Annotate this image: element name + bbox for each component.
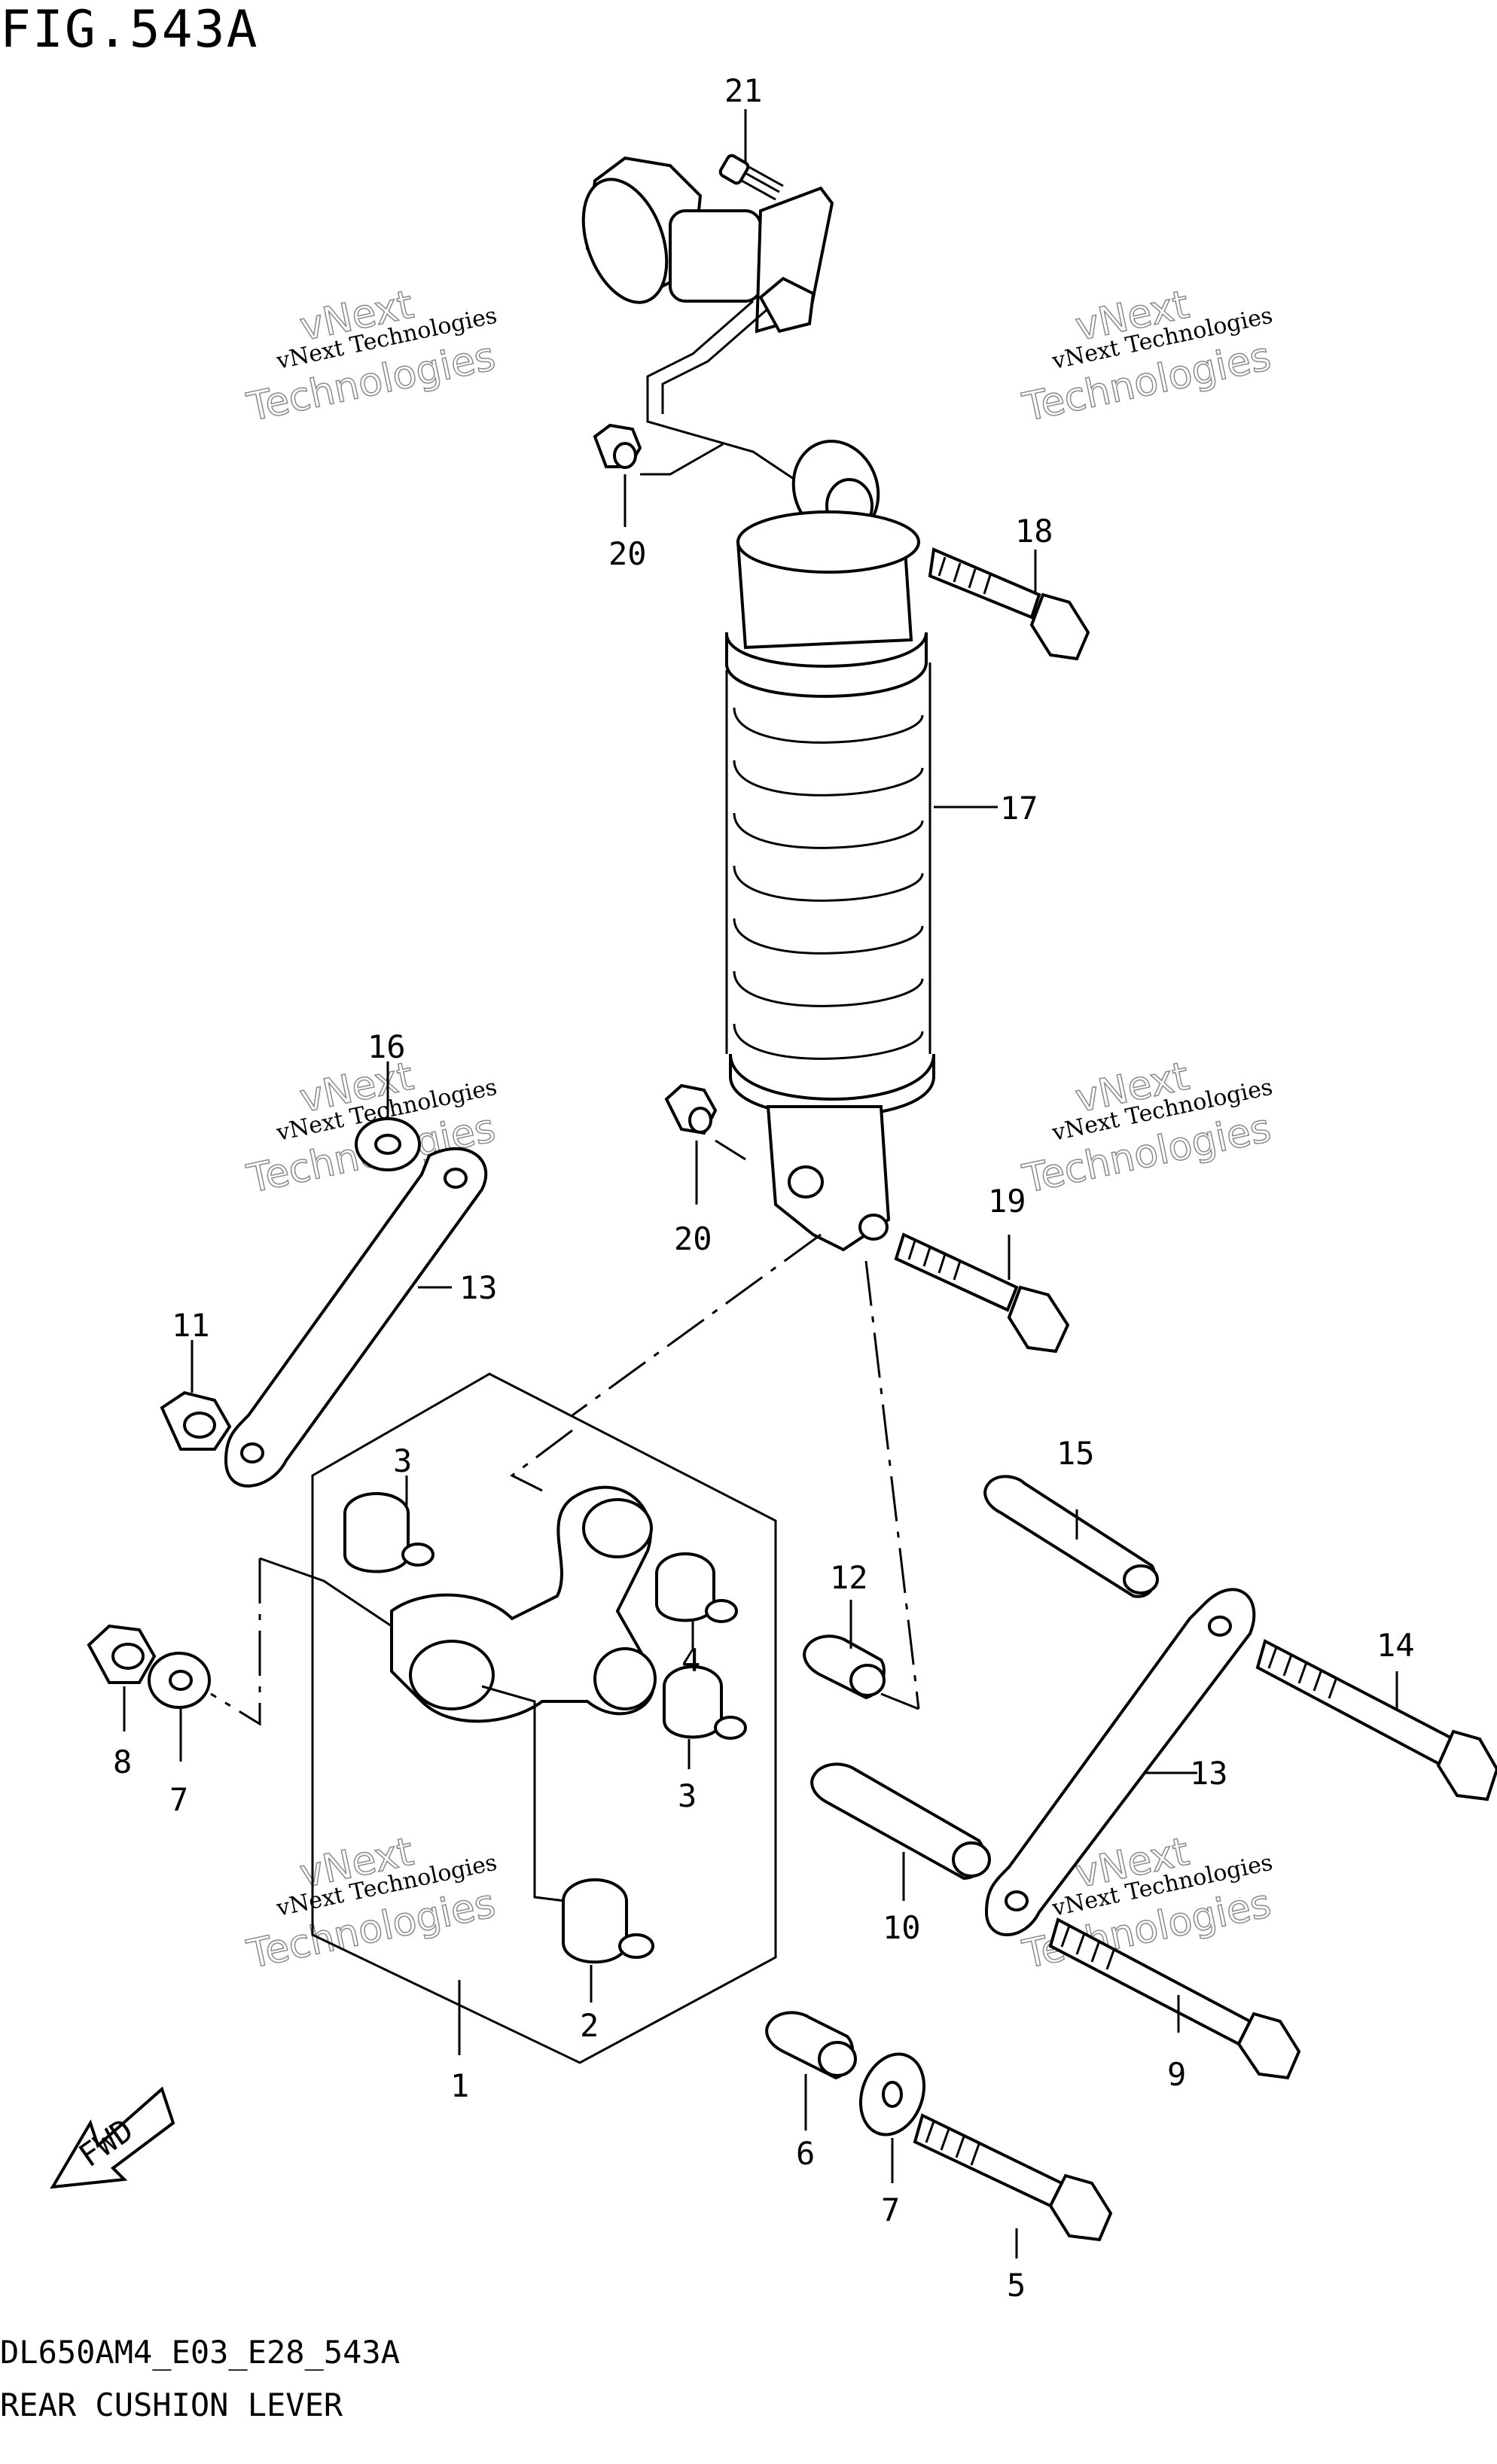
bolt-21 bbox=[718, 154, 784, 201]
bolt-9 bbox=[1048, 1917, 1301, 2080]
callout-11: 11 bbox=[172, 1307, 210, 1344]
callout-3-lower: 3 bbox=[678, 1777, 697, 1814]
callouts: 21 20 18 17 16 13 11 20 19 3 15 12 14 4 … bbox=[113, 72, 1415, 2304]
bolt-5 bbox=[913, 2113, 1113, 2242]
callout-3-upper: 3 bbox=[393, 1442, 412, 1479]
callout-21: 21 bbox=[724, 72, 763, 109]
nut-20-lower bbox=[664, 1083, 718, 1135]
callout-7-left: 7 bbox=[169, 1781, 188, 1818]
washer-7-left bbox=[148, 1652, 211, 1709]
spacer-15 bbox=[983, 1475, 1159, 1598]
callout-16: 16 bbox=[367, 1028, 406, 1065]
washer-16 bbox=[355, 1117, 421, 1171]
washer-7-right bbox=[858, 2052, 926, 2137]
watermark-1: vNext Technologies vNext Technologies bbox=[242, 282, 500, 431]
callout-6: 6 bbox=[796, 2135, 815, 2172]
callout-13-right: 13 bbox=[1190, 1755, 1228, 1792]
bushing-6 bbox=[765, 2011, 857, 2080]
rear-shock-absorber bbox=[724, 440, 935, 1252]
bushing-12 bbox=[803, 1634, 886, 1700]
bolt-14 bbox=[1255, 1639, 1497, 1802]
cushion-rod-13-left bbox=[224, 1147, 488, 1488]
preload-adjuster bbox=[581, 156, 834, 483]
leader-lines bbox=[123, 109, 1398, 2258]
callout-8: 8 bbox=[113, 1744, 132, 1780]
spacer-10 bbox=[810, 1762, 991, 1881]
callout-14: 14 bbox=[1377, 1627, 1415, 1664]
cushion-lever-assembly bbox=[311, 1372, 777, 2064]
callout-10: 10 bbox=[883, 1909, 921, 1946]
callout-2: 2 bbox=[580, 2007, 599, 2044]
callout-13-left: 13 bbox=[459, 1269, 498, 1306]
watermark-2: vNext Technologies vNext Technologies bbox=[1018, 282, 1276, 431]
callout-18: 18 bbox=[1015, 513, 1053, 550]
callout-9: 9 bbox=[1167, 2056, 1186, 2093]
watermark-4: vNext Technologies vNext Technologies bbox=[1018, 1053, 1276, 1203]
callout-19: 19 bbox=[988, 1183, 1026, 1220]
nut-8 bbox=[87, 1624, 157, 1684]
figure-title: FIG.543A bbox=[0, 0, 259, 59]
bolt-18 bbox=[928, 547, 1090, 661]
watermark-5: vNext Technologies vNext Technologies bbox=[242, 1829, 500, 1978]
callout-17: 17 bbox=[1000, 790, 1038, 827]
callout-5: 5 bbox=[1007, 2267, 1026, 2304]
bolt-19 bbox=[894, 1232, 1070, 1354]
callout-15: 15 bbox=[1056, 1435, 1095, 1472]
callout-7-right: 7 bbox=[881, 2191, 900, 2228]
figure-name: REAR CUSHION LEVER bbox=[0, 2386, 343, 2423]
model-code: DL650AM4_E03_E28_543A bbox=[0, 2334, 401, 2371]
nut-11 bbox=[160, 1390, 232, 1451]
callout-4: 4 bbox=[681, 1642, 700, 1679]
callout-12: 12 bbox=[830, 1559, 868, 1596]
nut-20-upper bbox=[593, 423, 642, 469]
callout-20-upper: 20 bbox=[608, 535, 647, 572]
cushion-rod-13-right bbox=[984, 1588, 1256, 1936]
callout-20-lower: 20 bbox=[674, 1220, 712, 1257]
forward-arrow-icon: FWD bbox=[50, 2086, 175, 2189]
callout-1: 1 bbox=[450, 2067, 469, 2104]
